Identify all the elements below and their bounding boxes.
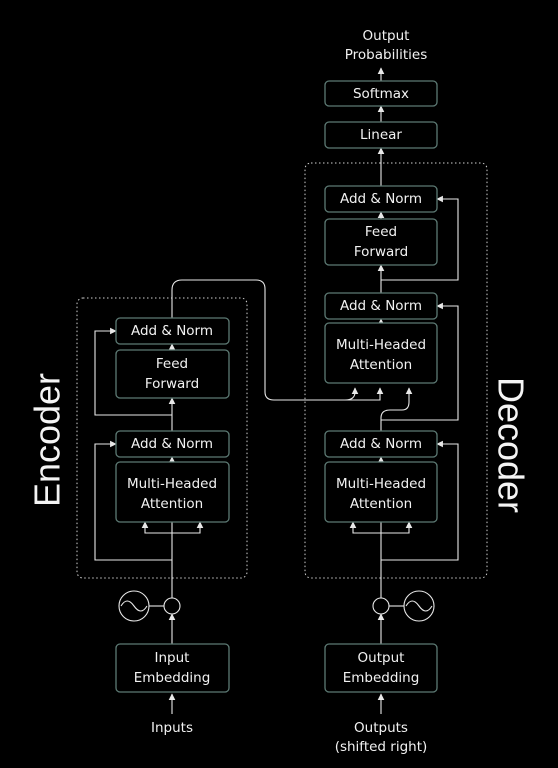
softmax-layer bbox=[324, 80, 438, 107]
decoder-add-norm-mid bbox=[324, 292, 438, 320]
decoder-block-outline bbox=[304, 162, 488, 579]
decoder-add-norm-top bbox=[324, 185, 438, 213]
encoder-add-norm-top-label: Add & Norm bbox=[131, 323, 213, 339]
encoder-add-norm-top bbox=[115, 317, 230, 345]
decoder-self-attention-line1: Multi-Headed bbox=[336, 476, 426, 492]
decoder-self-attention-line2: Attention bbox=[350, 496, 412, 512]
encoder-attention-line2: Attention bbox=[141, 496, 203, 512]
decoder-cross-attention bbox=[324, 322, 438, 384]
outputs-label-line1: Outputs bbox=[354, 720, 408, 736]
output-embedding-line2: Embedding bbox=[343, 670, 420, 686]
encoder-add-norm-bottom-label: Add & Norm bbox=[131, 436, 213, 452]
output-embedding-line1: Output bbox=[358, 650, 405, 666]
decoder-positional-encoding bbox=[372, 590, 435, 622]
decoder-self-attention bbox=[324, 461, 438, 523]
output-probabilities-line2: Probabilities bbox=[345, 47, 427, 63]
input-embedding-line1: Input bbox=[155, 650, 190, 666]
decoder-feed-forward-line1: Feed bbox=[365, 224, 397, 240]
encoder-feed-forward-line1: Feed bbox=[156, 356, 188, 372]
encoder-feed-forward-line2: Forward bbox=[145, 376, 199, 392]
encoder-block-outline bbox=[76, 297, 248, 579]
output-probabilities-line1: Output bbox=[363, 28, 410, 44]
decoder-cross-attention-line2: Attention bbox=[350, 357, 412, 373]
decoder-feed-forward-line2: Forward bbox=[354, 244, 408, 260]
linear-layer bbox=[324, 121, 438, 149]
decoder-add-norm-top-label: Add & Norm bbox=[340, 191, 422, 207]
encoder-add-norm-bottom bbox=[115, 430, 230, 458]
inputs-label: Inputs bbox=[151, 720, 193, 736]
encoder-feed-forward bbox=[115, 349, 230, 399]
softmax-label: Softmax bbox=[353, 86, 409, 102]
add-icon bbox=[372, 597, 390, 615]
input-embedding-line2: Embedding bbox=[134, 670, 211, 686]
input-embedding bbox=[115, 643, 230, 693]
add-icon bbox=[163, 597, 181, 615]
decoder-feed-forward bbox=[324, 218, 438, 266]
output-embedding bbox=[324, 643, 438, 693]
encoder-label: Encoder bbox=[27, 373, 68, 507]
decoder-cross-attention-line1: Multi-Headed bbox=[336, 337, 426, 353]
linear-label: Linear bbox=[360, 127, 402, 143]
outputs-label-line2: (shifted right) bbox=[335, 739, 428, 755]
encoder-attention-line1: Multi-Headed bbox=[127, 476, 217, 492]
decoder-add-norm-bottom-label: Add & Norm bbox=[340, 436, 422, 452]
decoder-label: Decoder bbox=[490, 377, 531, 513]
decoder-add-norm-mid-label: Add & Norm bbox=[340, 298, 422, 314]
encoder-attention bbox=[115, 461, 230, 523]
encoder-positional-encoding bbox=[118, 590, 181, 622]
decoder-add-norm-bottom bbox=[324, 430, 438, 458]
